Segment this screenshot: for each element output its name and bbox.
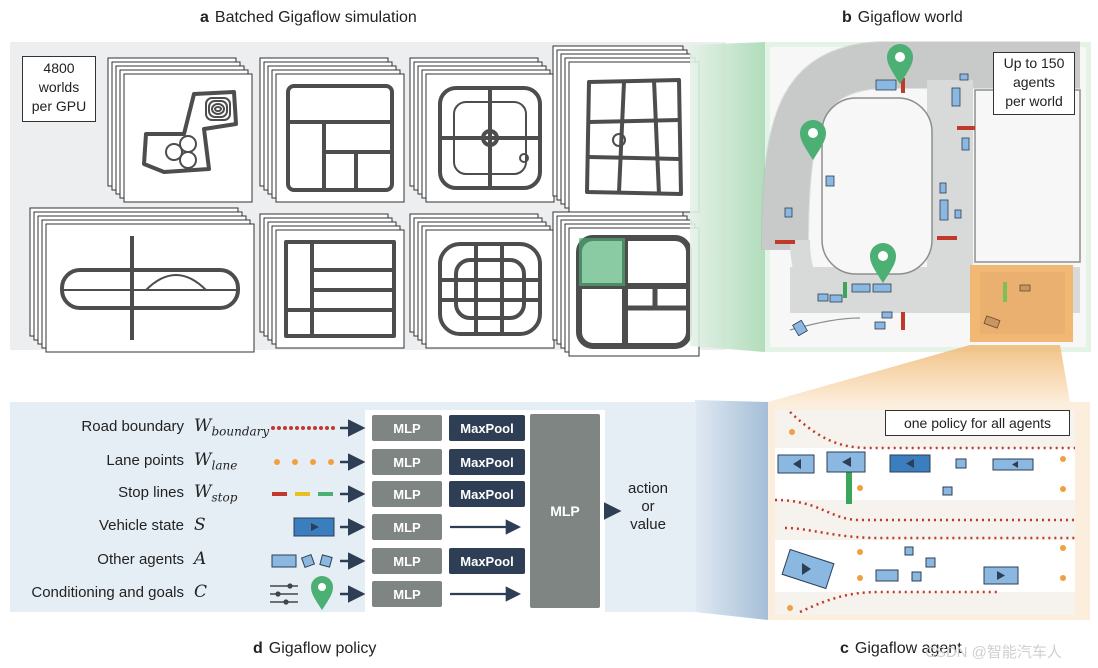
boundary-dot [283,426,287,430]
slider-knob-icon [283,599,289,605]
lane-dot [274,459,280,465]
maxpool-block: MaxPool [449,449,525,475]
policy-input-symbol: S [194,515,206,535]
maxpool-block: MaxPool [449,548,525,574]
agent-glyph [300,553,316,569]
policy-input-label: Road boundary [81,418,184,435]
gigaflow-agent-view [768,402,1090,620]
boundary-dot [313,426,317,430]
world-stack-7 [409,213,555,349]
goal-pin-center [318,583,326,591]
policy-input-label: Conditioning and goals [31,584,184,601]
slider-knob-icon [275,591,281,597]
boundary-dot [307,426,311,430]
lane-dot [292,459,298,465]
boundary-dot [277,426,281,430]
world-stack-8 [552,211,700,357]
world-map-stacks [29,45,700,357]
ego-direction-glyph [311,523,319,531]
goal-pin-icon [311,576,333,610]
boundary-dot [301,426,305,430]
agent-glyph [271,554,297,568]
zoom-funnel-b-c [768,345,1070,402]
boundary-dot [289,426,293,430]
world-stack-6 [259,213,405,349]
encoder-mlp: MLP [372,548,442,574]
encoder-mlp: MLP [372,415,442,441]
selected-world-highlight [579,238,625,286]
policy-input-symbol: Wstop [194,482,238,505]
world-stack-4 [552,45,700,213]
world-stack-5 [29,207,255,353]
maxpool-block: MaxPool [449,481,525,507]
boundary-dot [271,426,275,430]
boundary-dot [319,426,323,430]
zoom-funnel-a-b [690,42,765,352]
boundary-dot [295,426,299,430]
agent-glyph [319,554,333,568]
policy-head-mlp: MLP [530,414,600,608]
boundary-dot [325,426,329,430]
encoder-mlp: MLP [372,514,442,540]
world-stack-1 [107,57,253,203]
policy-input-symbol: C [194,582,208,602]
maxpool-block: MaxPool [449,415,525,441]
policy-input-symbol: A [194,549,207,569]
policy-input-label: Vehicle state [98,517,184,534]
encoder-mlp: MLP [372,449,442,475]
lane-dot [328,459,334,465]
policy-input-label: Stop lines [118,484,184,501]
encoder-mlp: MLP [372,581,442,607]
boundary-dot [331,426,335,430]
lane-dot [310,459,316,465]
policy-input-glyphs [270,419,622,610]
world-stack-2 [259,57,405,203]
encoder-mlp: MLP [372,481,442,507]
policy-input-symbol: Wlane [194,450,238,473]
policy-input-label: Other agents [97,551,184,568]
policy-input-label: Lane points [106,452,184,469]
world-stack-3 [409,57,555,203]
zoom-funnel-c-d [695,400,768,620]
one-policy-callout: one policy for all agents [885,410,1070,436]
slider-knob-icon [287,583,293,589]
watermark: CSDN @智能汽车人 [925,644,1062,661]
policy-input-symbol: Wboundary [194,416,270,439]
